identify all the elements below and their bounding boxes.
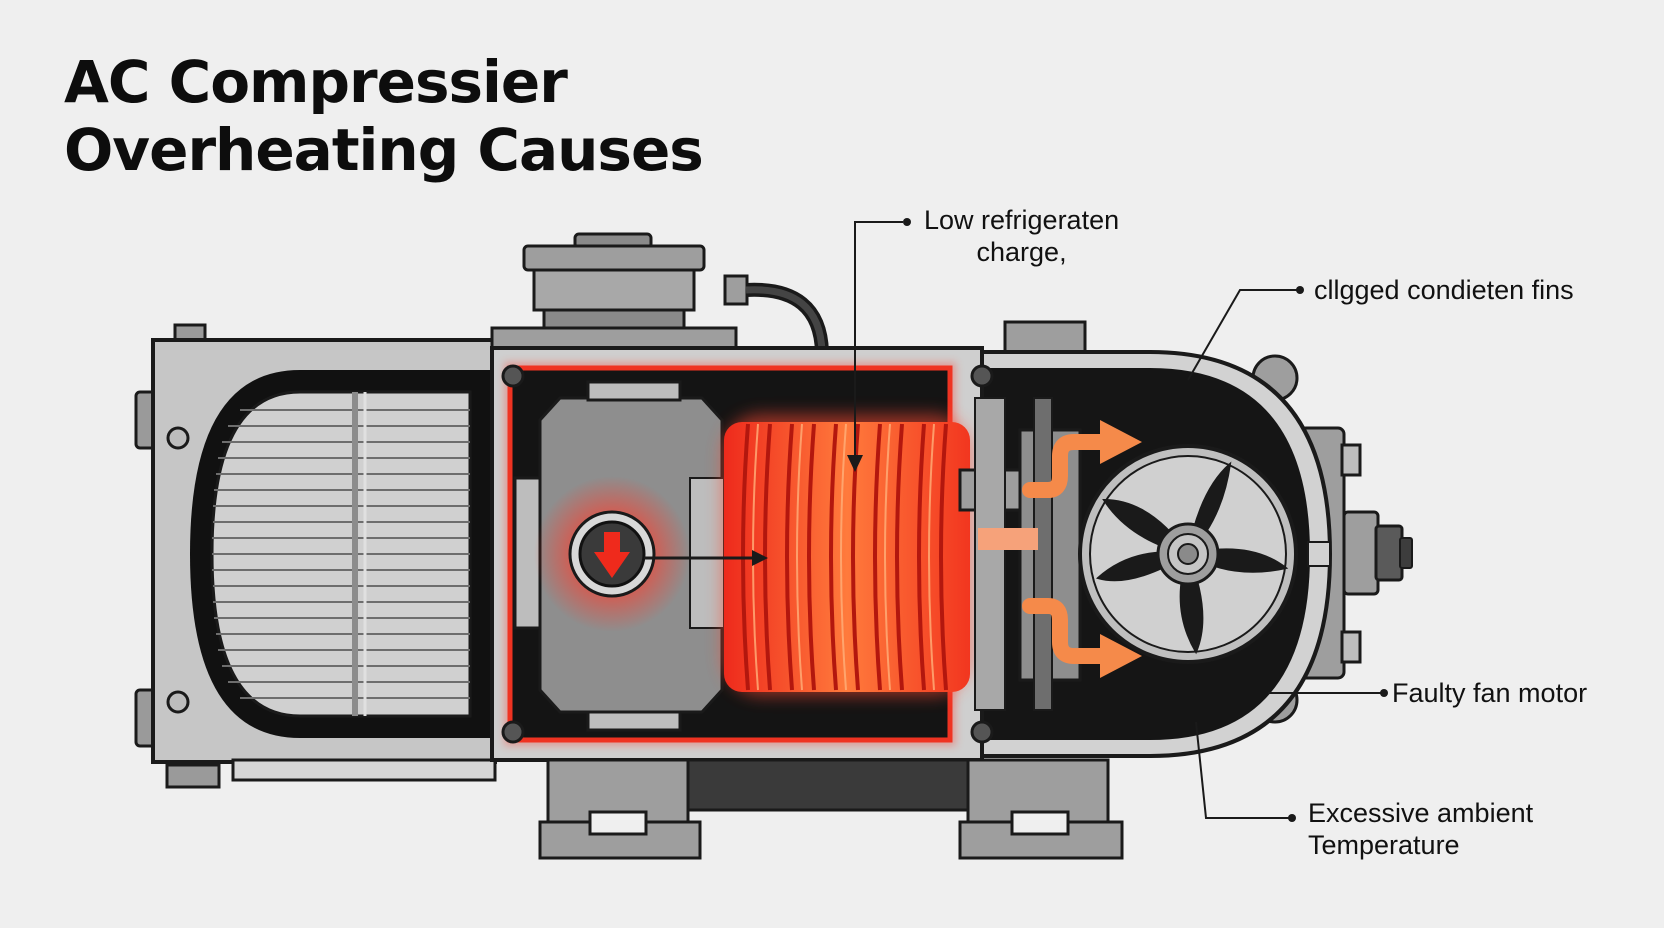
heat-coil-icon [722, 414, 972, 696]
leader-ambient [1195, 721, 1290, 819]
callout-clogged-fins: cllgged condieten fins [1314, 274, 1574, 306]
heat-flow-arrow [644, 550, 768, 566]
callout-faulty-fan: Faulty fan motor [1392, 677, 1587, 709]
airflow-arrow-icon [1022, 434, 1114, 664]
title-line-1: AC Compressier [64, 48, 568, 116]
fan-icon [1078, 444, 1331, 664]
cylinder-head [490, 232, 829, 353]
leader-low-refrigerant [854, 221, 903, 465]
airflow-arrowheads [1100, 420, 1142, 678]
callout-ambient-line-1: Excessive ambient [1308, 798, 1534, 828]
leader-clogged-fins [1187, 289, 1298, 381]
callout-ambient-line-2: Temperature [1308, 830, 1460, 860]
callout-dots [903, 218, 1388, 822]
motor-grille [212, 392, 470, 716]
title-line-2: Overheating Causes [64, 116, 704, 184]
callout-faulty-fan-line-1: Faulty fan motor [1392, 678, 1588, 708]
callout-leaders [847, 221, 1382, 819]
drive-shaft [958, 397, 1082, 711]
callout-clogged-fins-line-1: cllgged condieten fins [1314, 275, 1574, 305]
callout-ambient: Excessive ambient Temperature [1308, 797, 1533, 861]
overheat-indicator-icon [534, 476, 690, 632]
diagram-title: AC Compressier Overheating Causes [64, 48, 704, 184]
motor-housing [151, 338, 497, 789]
callout-low-refrigerant-line-2: charge, [976, 237, 1067, 267]
leader-low-refrigerant-arrow [847, 455, 863, 472]
callout-low-refrigerant-line-1: Low refrigeraten [924, 205, 1120, 235]
base-feet [538, 758, 1124, 860]
callout-low-refrigerant: Low refrigeraten charge, [924, 204, 1119, 268]
